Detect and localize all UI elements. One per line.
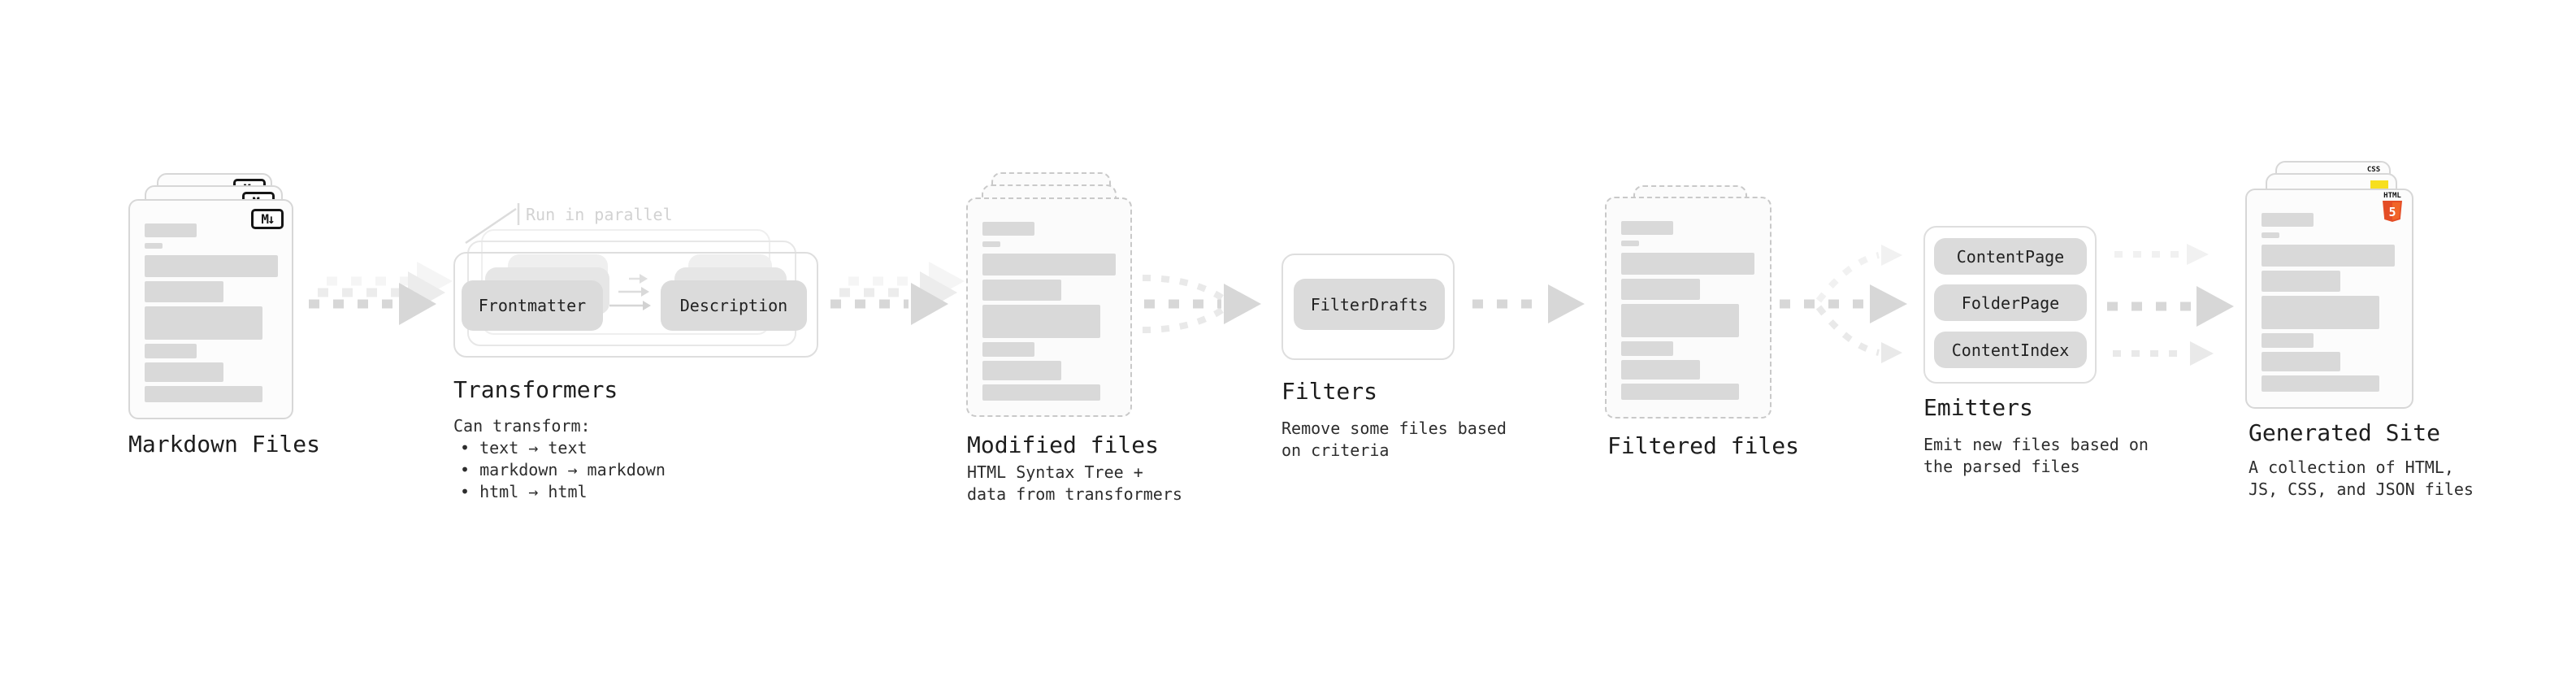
filters-label: Filters [1281, 378, 1378, 405]
arrow-filtered-to-emitters [1780, 245, 1907, 363]
markdown-file-card-front: M↓ [128, 199, 293, 419]
arrow-modified-to-filters [1142, 275, 1261, 333]
generated-site-description: A collection of HTML, JS, CSS, and JSON … [2249, 457, 2474, 501]
contentpage-box: ContentPage [1934, 238, 2087, 275]
transformers-bullet: • text → text [460, 438, 588, 458]
markdown-icon: M↓ [251, 209, 284, 229]
emitters-description: Emit new files based on the parsed files [1923, 434, 2149, 478]
filtered-file-card-front [1605, 197, 1772, 419]
modified-file-card-front [966, 197, 1132, 417]
contentindex-box: ContentIndex [1934, 332, 2087, 368]
emitters-label: Emitters [1923, 394, 2033, 421]
markdown-files-label: Markdown Files [128, 431, 321, 458]
stage-emitters: ContentPage FolderPage ContentIndex Emit… [1923, 226, 2151, 486]
filters-description: Remove some files based on criteria [1281, 418, 1507, 462]
doc-text-bars [1607, 198, 1770, 417]
filters-desc-line: Remove some files based [1281, 419, 1507, 438]
doc-text-bars [968, 199, 1130, 415]
stage-transformers: Run in parallel Frontmatter Description … [453, 195, 843, 504]
generated-desc-line: JS, CSS, and JSON files [2249, 479, 2474, 499]
transformers-bullet: • markdown → markdown [460, 460, 666, 479]
modified-desc-line: data from transformers [967, 484, 1182, 504]
modified-files-description: HTML Syntax Tree + data from transformer… [967, 462, 1182, 505]
filters-desc-line: on criteria [1281, 440, 1390, 460]
frontmatter-box: Frontmatter [462, 280, 603, 331]
transformers-bullet: • html → html [460, 482, 588, 501]
stage-filters: FilterDrafts Filters Remove some files b… [1281, 254, 1507, 481]
html5-icon: HTML 5 [2380, 193, 2405, 222]
modified-files-label: Modified files [967, 432, 1160, 458]
stage-modified-files: Modified files HTML Syntax Tree + data f… [966, 161, 1194, 510]
doc-text-bars [130, 201, 292, 418]
arrow-markdown-to-transformers [309, 262, 453, 325]
emitters-desc-line: Emit new files based on [1923, 435, 2149, 454]
generated-html-card: HTML 5 [2245, 189, 2413, 409]
generated-site-label: Generated Site [2249, 419, 2441, 446]
run-in-parallel-annotation: Run in parallel [526, 205, 673, 224]
filterdrafts-box: FilterDrafts [1294, 279, 1445, 330]
transformers-label: Transformers [453, 376, 618, 403]
arrow-filters-to-filtered [1472, 284, 1585, 323]
description-box: Description [661, 280, 807, 331]
transformers-description: Can transform: • text → text • markdown … [453, 415, 666, 503]
stage-filtered-files: Filtered files [1605, 161, 1832, 486]
generated-desc-line: A collection of HTML, [2249, 458, 2454, 477]
filters-container [1281, 254, 1455, 360]
transformer-container-front [453, 252, 818, 358]
emitters-container [1923, 226, 2097, 384]
stage-generated-site: CSS HTML 5 Generated Site A collection o… [2245, 161, 2497, 510]
transformers-desc-line: Can transform: [453, 416, 591, 436]
arrows-emitters-to-generated [2107, 244, 2234, 366]
run-in-parallel-callout [465, 203, 520, 245]
folderpage-box: FolderPage [1934, 284, 2087, 321]
filtered-files-label: Filtered files [1607, 432, 1800, 459]
arrow-transformers-to-modified [830, 262, 965, 325]
parallel-transform-arrows [609, 274, 651, 310]
doc-text-bars [2247, 190, 2412, 407]
emitters-desc-line: the parsed files [1923, 457, 2080, 476]
stage-markdown-files: M↓ M↓ M↓ Markdown Files [128, 161, 356, 502]
modified-desc-line: HTML Syntax Tree + [967, 462, 1143, 482]
svg-text:5: 5 [2388, 205, 2396, 219]
